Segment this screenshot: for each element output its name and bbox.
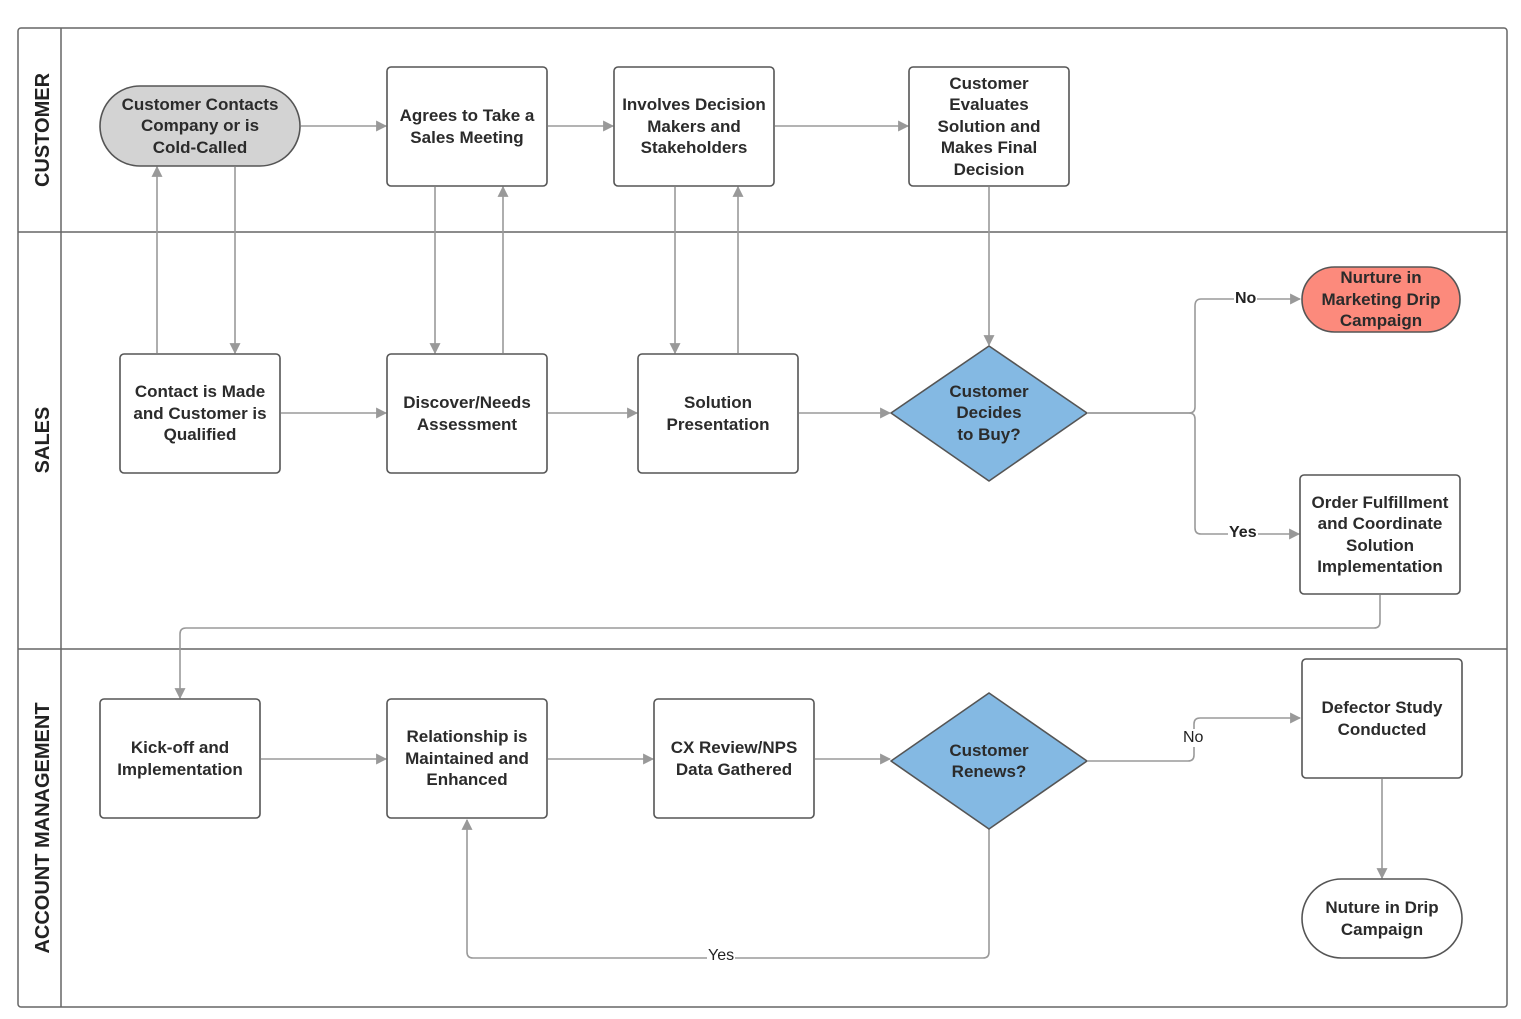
shape-customer-contacts (99, 85, 301, 167)
involves-decision-label: Involves Decision Makers and Stakeholder… (622, 95, 766, 158)
cx-review-label: CX Review/NPS Data Gathered (670, 738, 798, 779)
defector-study-label: Defector Study Conducted (1321, 698, 1443, 739)
lane-label-sales: SALES (32, 407, 54, 474)
discover-needs-label: Discover/Needs Assessment (403, 393, 531, 434)
customer-evaluates-label: Customer Evaluates Solution and Makes Fi… (937, 73, 1041, 179)
shape-customer-evaluates (908, 66, 1070, 187)
solution-presentation-label: Solution Presentation (666, 393, 770, 434)
shape-agrees-meeting (386, 66, 548, 187)
kickoff-label: Kick-off and Implementation (117, 738, 243, 779)
shape-solution-presentation (637, 353, 799, 474)
shape-decides-to-buy (890, 345, 1088, 482)
edge-label-renew-no: No (1182, 729, 1205, 747)
shape-nurture-drip (1301, 878, 1463, 959)
shape-involves-decision (613, 66, 775, 187)
connector (174, 595, 1381, 700)
order-fulfillment-label: Order Fulfillment and Coordinate Solutio… (1311, 492, 1449, 577)
edge-label-renew-yes: Yes (707, 947, 736, 965)
connector (1088, 412, 1301, 540)
shapes (99, 66, 1463, 959)
edge-label-buy-yes: Yes (1228, 524, 1258, 542)
shape-customer-renews (890, 692, 1088, 830)
shape-relationship (386, 698, 548, 819)
agrees-meeting-label: Agrees to Take a Sales Meeting (399, 106, 535, 147)
shape-nurture-marketing (1301, 266, 1461, 333)
relationship-label: Relationship is Maintained and Enhanced (405, 727, 529, 790)
edge-label-buy-no: No (1234, 290, 1258, 308)
shape-cx-review (653, 698, 815, 819)
contact-made-label: Contact is Made and Customer is Qualifie… (133, 382, 267, 445)
shape-contact-made (119, 353, 281, 474)
customer-contacts-label: Customer Contacts Company or is Cold-Cal… (121, 94, 279, 157)
lane-label-customer: CUSTOMER (32, 72, 54, 187)
shape-discover-needs (386, 353, 548, 474)
customer-renews-label: Customer Renews? (949, 740, 1029, 782)
shape-kickoff (99, 698, 261, 819)
nurture-marketing-label: Nurture in Marketing Drip Campaign (1321, 268, 1441, 331)
shape-order-fulfillment (1299, 474, 1461, 595)
nurture-drip-label: Nuture in Drip Campaign (1325, 898, 1439, 939)
shape-defector-study (1301, 658, 1463, 779)
decides-to-buy-label: Customer Decides to Buy? (949, 381, 1029, 444)
lane-label-account-management: ACCOUNT MANAGEMENT (32, 702, 54, 953)
